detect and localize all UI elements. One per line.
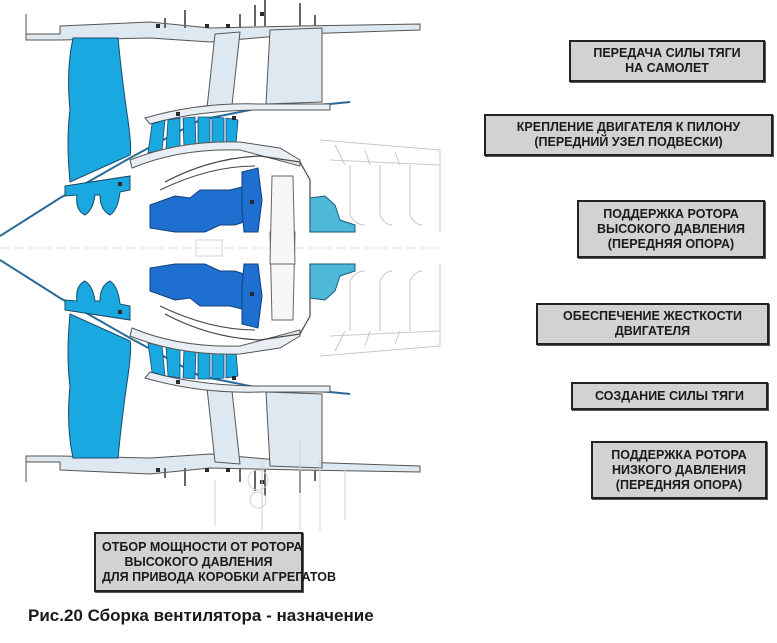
label-line: (ПЕРЕДНИЙ УЗЕЛ ПОДВЕСКИ) [534,135,723,149]
label-line: ВЫСОКОГО ДАВЛЕНИЯ [597,221,745,236]
label-thrust-transfer: ПЕРЕДАЧА СИЛЫ ТЯГИ НА САМОЛЕТ [569,40,765,82]
label-line: СОЗДАНИЕ СИЛЫ ТЯГИ [594,388,745,403]
label-line: ОБЕСПЕЧЕНИЕ ЖЕСТКОСТИ [562,309,742,323]
gearbox-drive-faded [214,440,346,530]
label-line: ВЫСОКОГО ДАВЛЕНИЯ [124,554,273,569]
label-line: НА САМОЛЕТ [625,61,709,75]
label-thrust-creation: СОЗДАНИЕ СИЛЫ ТЯГИ [571,382,768,410]
label-lp-rotor-support: ПОДДЕРЖКА РОТОРА НИЗКОГО ДАВЛЕНИЯ (ПЕРЕД… [591,441,767,499]
label-line: (ПЕРЕДНЯЯ ОПОРА) [607,236,735,251]
label-line: ПОДДЕРЖКА РОТОРА [611,447,747,462]
label-engine-rigidity: ОБЕСПЕЧЕНИЕ ЖЕСТКОСТИ ДВИГАТЕЛЯ [536,303,769,345]
label-line: ПОДДЕРЖКА РОТОРА [603,206,739,221]
label-line: ОТБОР МОЩНОСТИ ОТ РОТОРА [102,539,303,554]
shaft-coupling [195,239,223,257]
label-line: (ПЕРЕДНЯЯ ОПОРА) [615,477,743,492]
label-line: ДВИГАТЕЛЯ [614,324,691,338]
figure-caption: Рис.20 Сборка вентилятора - назначение [28,606,374,625]
label-hp-rotor-support: ПОДДЕРЖКА РОТОРА ВЫСОКОГО ДАВЛЕНИЯ (ПЕРЕ… [577,200,765,258]
label-line: ПЕРЕДАЧА СИЛЫ ТЯГИ [593,46,741,60]
label-line: КРЕПЛЕНИЕ ДВИГАТЕЛЯ К ПИЛОНУ [516,120,741,134]
label-line: НИЗКОГО ДАВЛЕНИЯ [611,462,747,477]
label-line: ДЛЯ ПРИВОДА КОРОБКИ АГРЕГАТОВ [102,569,337,584]
label-power-offtake: ОТБОР МОЩНОСТИ ОТ РОТОРА ВЫСОКОГО ДАВЛЕН… [94,532,337,592]
label-pylon-mount: КРЕПЛЕНИЕ ДВИГАТЕЛЯ К ПИЛОНУ (ПЕРЕДНИЙ У… [484,114,773,156]
